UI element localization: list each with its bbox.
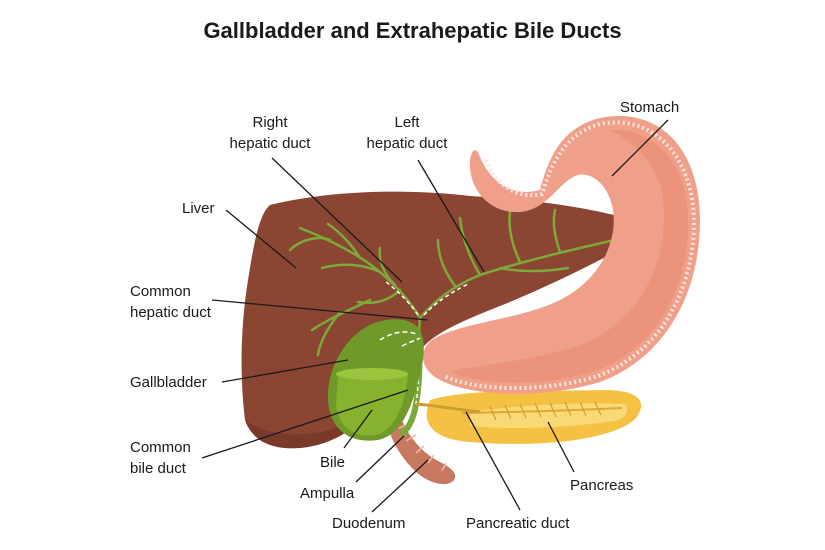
label-right-hepatic-duct: Right hepatic duct [215,112,325,154]
hepatic-duct-highlights [383,279,469,316]
label-common-hepatic-duct: Common hepatic duct [130,281,211,323]
label-common-hepatic-duct-line2: hepatic duct [130,304,211,321]
label-pancreatic-duct: Pancreatic duct [466,515,570,532]
label-left-hepatic-duct-line2: hepatic duct [366,135,448,152]
label-pancreas: Pancreas [570,477,634,494]
leader-lines [201,119,669,513]
label-common-hepatic-duct-line1: Common [130,283,191,300]
ampulla [400,428,408,436]
label-right-hepatic-duct-line1: Right [252,114,288,131]
stomach [422,116,700,394]
pancreatic-duct [415,402,481,414]
label-common-bile-duct-line2: bile duct [130,460,186,477]
label-ampulla: Ampulla [300,485,355,502]
label-right-hepatic-duct-line2: hepatic duct [229,135,311,152]
label-stomach: Stomach [620,99,680,116]
label-common-bile-duct-line1: Common [130,439,191,456]
label-bile: Bile [320,454,346,471]
label-left-hepatic-duct: Left hepatic duct [352,112,462,154]
label-duodenum: Duodenum [332,515,406,532]
hepatic-duct-tree [288,208,617,357]
diagram-title: Gallbladder and Extrahepatic Bile Ducts [203,18,622,43]
label-common-bile-duct: Common bile duct [130,437,191,479]
gallbladder [327,319,424,441]
label-left-hepatic-duct-line1: Left [394,114,420,131]
label-liver: Liver [182,200,215,217]
pancreas [426,389,642,444]
label-gallbladder: Gallbladder [130,374,207,391]
